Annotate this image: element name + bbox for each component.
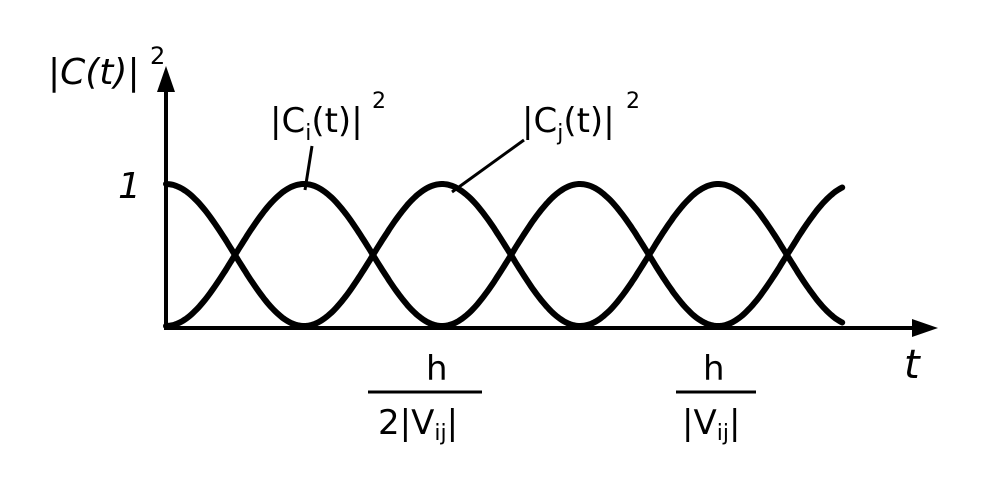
- series-group: [163, 181, 846, 329]
- y-axis-label-sup: 2: [150, 42, 165, 70]
- series-label-cj-text: |Cj(t)|: [522, 101, 615, 146]
- x-tick-label-period-denominator: |Vij|: [682, 403, 740, 446]
- x-tick-label-half-period-numerator: h: [426, 349, 448, 389]
- series-label-cj-sup: 2: [626, 89, 640, 114]
- x-axis-arrow: [912, 319, 938, 337]
- series-label-cj-leader: [451, 138, 525, 194]
- series-label-ci-leader: [303, 145, 314, 191]
- y-axis-arrow: [157, 66, 175, 92]
- series-label-ci: |Ci(t)| 2: [270, 89, 386, 191]
- x-axis-label: t: [904, 342, 921, 388]
- x-tick-label-period-numerator: h: [703, 349, 725, 389]
- series-line-cj: [163, 181, 846, 329]
- series-label-ci-sup: 2: [372, 89, 386, 114]
- x-tick-label-period: h |Vij|: [676, 349, 756, 446]
- series-line-ci: [163, 181, 846, 329]
- x-tick-label-half-period: h 2|Vij|: [368, 349, 482, 446]
- y-tick-label-1: 1: [118, 166, 141, 207]
- x-tick-label-half-period-denominator: 2|Vij|: [378, 403, 458, 446]
- y-axis-label: |C(t)|: [48, 52, 140, 93]
- series-label-ci-text: |Ci(t)|: [270, 101, 363, 146]
- series-label-cj: |Cj(t)| 2: [451, 89, 640, 194]
